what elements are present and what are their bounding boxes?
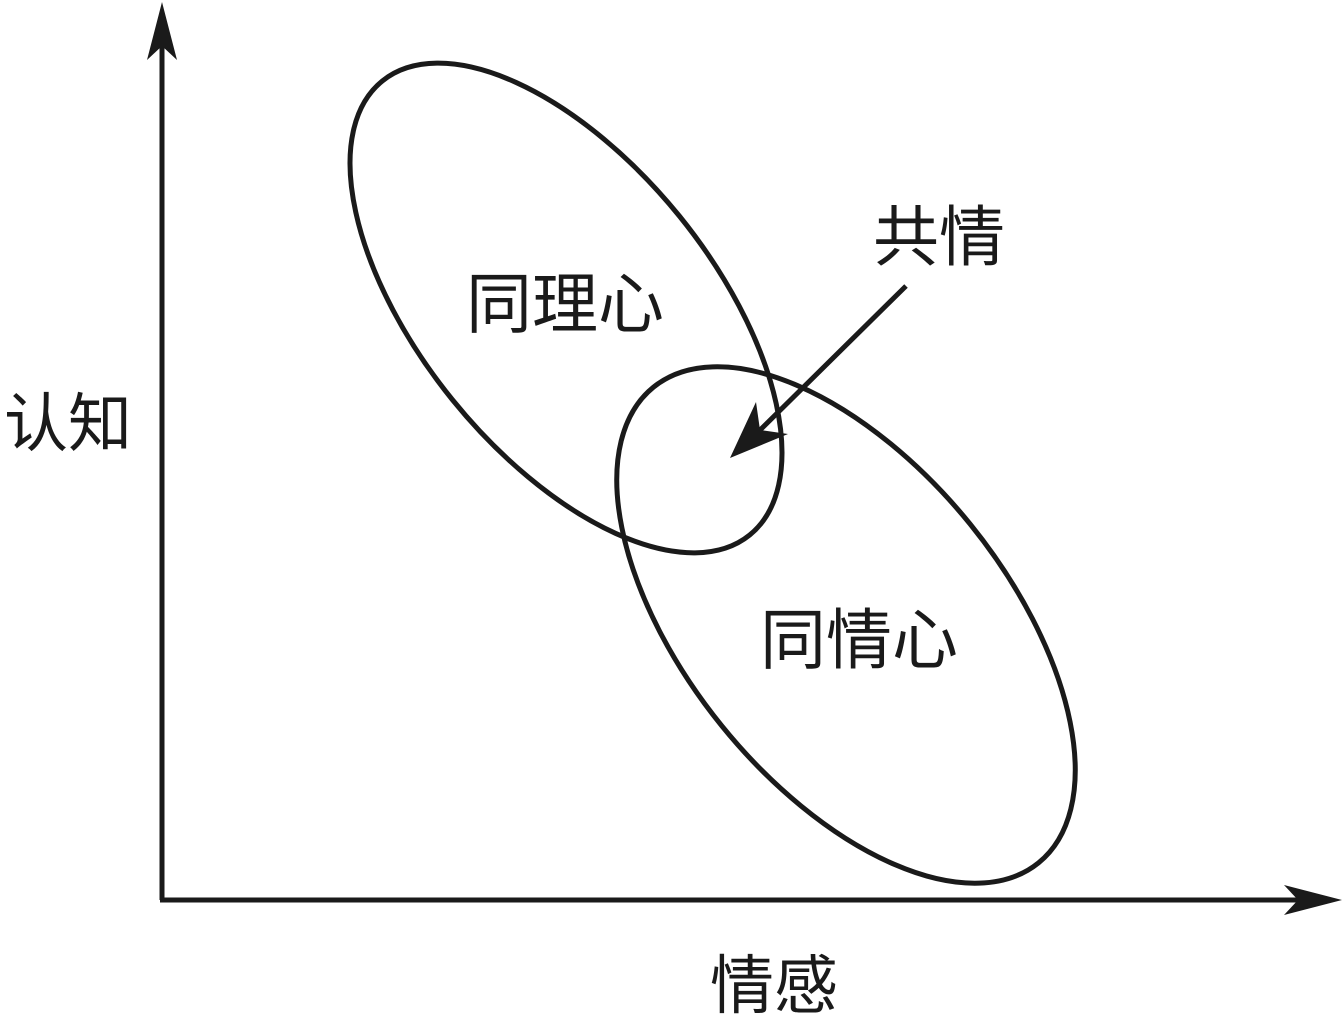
upper-ellipse xyxy=(347,60,785,556)
overlap-pointer-arrowhead xyxy=(730,402,788,458)
y-axis-label: 认知 xyxy=(4,388,132,462)
x-axis-arrowhead xyxy=(1284,885,1342,915)
y-axis-arrowhead xyxy=(147,2,177,60)
upper-region-label: 同理心 xyxy=(466,266,664,343)
y-axis xyxy=(147,2,177,900)
overlap-label: 共情 xyxy=(873,199,1005,276)
lower-region-label: 同情心 xyxy=(760,602,958,679)
x-axis xyxy=(160,885,1342,915)
x-axis-label: 情感 xyxy=(710,950,838,1024)
lower-ellipse xyxy=(614,364,1078,886)
overlap-pointer-arrow xyxy=(730,284,908,458)
